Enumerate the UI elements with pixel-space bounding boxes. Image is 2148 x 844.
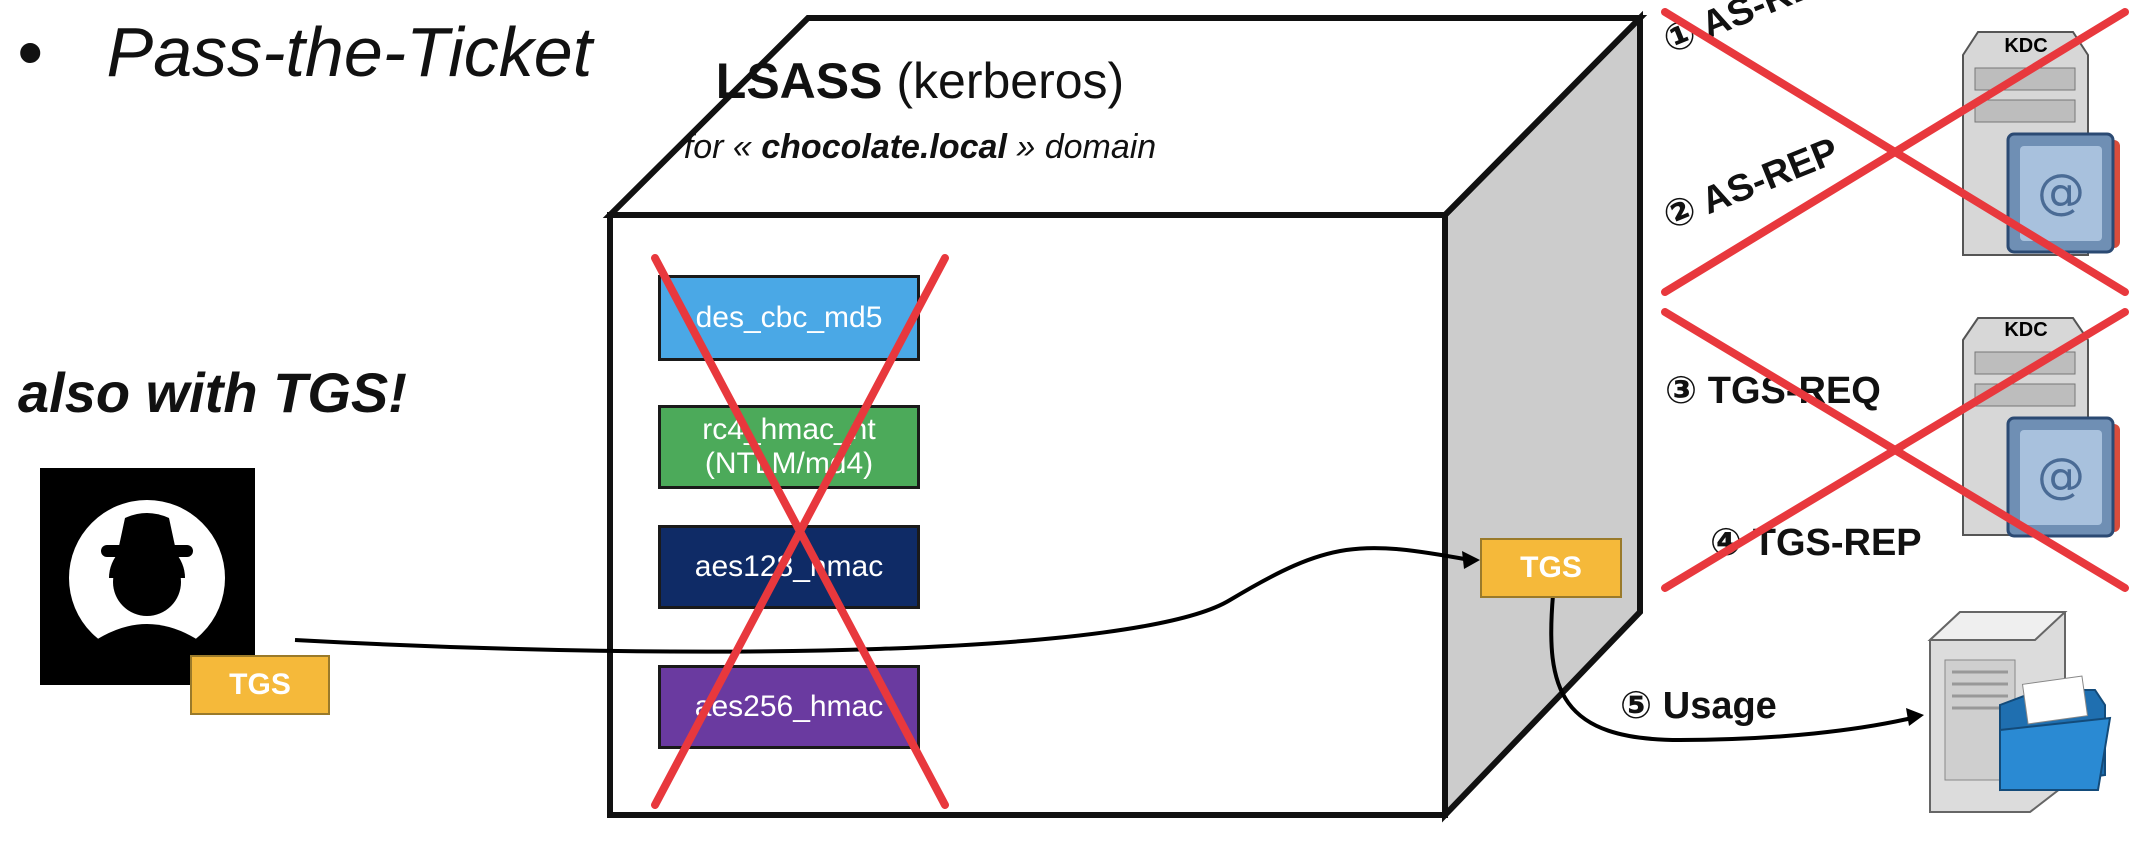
usage-arrow: [1549, 594, 1913, 743]
key-label: aes256_hmac: [694, 690, 884, 724]
lsass-subtitle: for « chocolate.local » domain: [600, 128, 1240, 167]
side-note: also with TGS!: [18, 361, 407, 424]
bullet-text: Pass-the-Ticket: [106, 13, 593, 91]
keys-cross: [651, 254, 949, 809]
attacker-avatar: [40, 468, 255, 685]
kdc-label-1: KDC: [2004, 35, 2047, 57]
ticket-transfer-arrow: [294, 546, 1471, 654]
svg-text:@: @: [2037, 164, 2085, 220]
attacker-tgs-ticket: TGS: [190, 655, 330, 715]
kdc-server-1: @: [1962, 31, 2120, 256]
subtitle-suffix: » domain: [1006, 128, 1157, 166]
lsass-title-rest: (kerberos): [882, 53, 1125, 109]
bullet-heading: • Pass-the-Ticket: [18, 12, 592, 92]
lsass-tgs-ticket: TGS: [1480, 538, 1622, 598]
svg-text:@: @: [2037, 448, 2085, 504]
subtitle-domain: chocolate.local: [761, 128, 1007, 166]
kdc-server-2: @: [1962, 317, 2120, 538]
key-label: des_cbc_md5: [695, 301, 883, 335]
tgs-exchange-cross: [1661, 308, 2129, 592]
subtitle-prefix: for «: [683, 128, 762, 166]
file-server-icon: [1927, 611, 2112, 813]
bullet-dot: •: [18, 13, 43, 91]
step-label: TGS-REP: [1752, 522, 1922, 564]
step-number: ③: [1665, 370, 1698, 412]
step-label: Usage: [1662, 685, 1777, 727]
step-number: ⑤: [1620, 685, 1653, 727]
lsass-title-bold: LSASS: [715, 53, 883, 109]
lsass-title: LSASS (kerberos): [600, 52, 1240, 110]
kdc-label-2: KDC: [2004, 319, 2047, 341]
as-exchange-cross: [1661, 8, 2129, 296]
key-rc4-hmac-nt: rc4_hmac_nt(NTLM/md4): [658, 405, 920, 489]
step-usage: ⑤ Usage: [1620, 683, 1777, 728]
